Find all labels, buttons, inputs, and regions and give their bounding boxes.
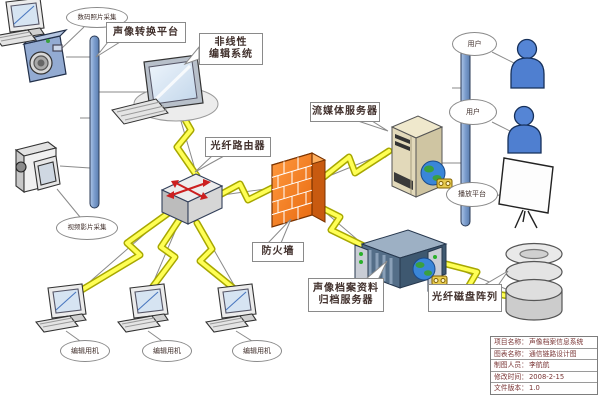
digital-camera-icon — [22, 28, 68, 83]
title-block-row: 项目名称： 声像档案信息系统 — [491, 337, 597, 349]
video-camera-icon — [14, 141, 61, 194]
label-user-top: 用户 — [452, 32, 497, 56]
label-edit-pc-2: 编辑用机 — [142, 340, 192, 362]
label-av-conversion-platform: 声像转换平台 — [106, 22, 186, 43]
label-video-capture: 视频影片采集 — [56, 216, 118, 240]
user-icon-top — [510, 38, 545, 89]
title-block: 项目名称： 声像档案信息系统 图表名称： 通信链路设计图 制图人员： 李航航 修… — [490, 336, 598, 395]
title-block-row: 图表名称： 通信链路设计图 — [491, 349, 597, 361]
label-streaming-server: 流媒体服务器 — [310, 102, 380, 122]
fiber-router-icon — [160, 173, 224, 225]
title-block-row: 文件版本： 1.0 — [494, 384, 540, 393]
streaming-server-icon — [390, 115, 453, 198]
media-tape-icon — [431, 275, 448, 286]
playback-screen-icon — [498, 157, 554, 229]
workstation-icon — [111, 54, 219, 125]
media-tape-icon — [436, 178, 453, 189]
routing-arrows-icon — [171, 182, 207, 198]
title-block-row: 修改时间： 2008-2-15 — [491, 372, 597, 384]
label-user-bottom: 用户 — [449, 99, 497, 125]
title-block-row: 制图人员： 李航航 — [491, 360, 597, 372]
globe-icon — [412, 257, 436, 281]
label-nonlinear-editing-system: 非线性 编辑系统 — [199, 33, 263, 65]
label-firewall: 防火墙 — [252, 242, 304, 262]
user-icon-bottom — [507, 105, 542, 154]
left-bus-bar — [89, 35, 100, 209]
label-archive-server: 声像档案资料 归档服务器 — [308, 278, 384, 312]
pc-icon — [0, 0, 45, 47]
label-disk-array: 光纤磁盘阵列 — [428, 284, 502, 312]
label-fiber-router: 光纤路由器 — [205, 137, 271, 157]
lightning-links — [76, 100, 536, 304]
label-edit-pc-1: 编辑用机 — [60, 340, 110, 362]
label-edit-pc-3: 编辑用机 — [232, 340, 282, 362]
firewall-icon — [270, 152, 327, 228]
label-playback-platform: 播放平台 — [446, 182, 498, 207]
disk-array-icon — [505, 242, 563, 321]
